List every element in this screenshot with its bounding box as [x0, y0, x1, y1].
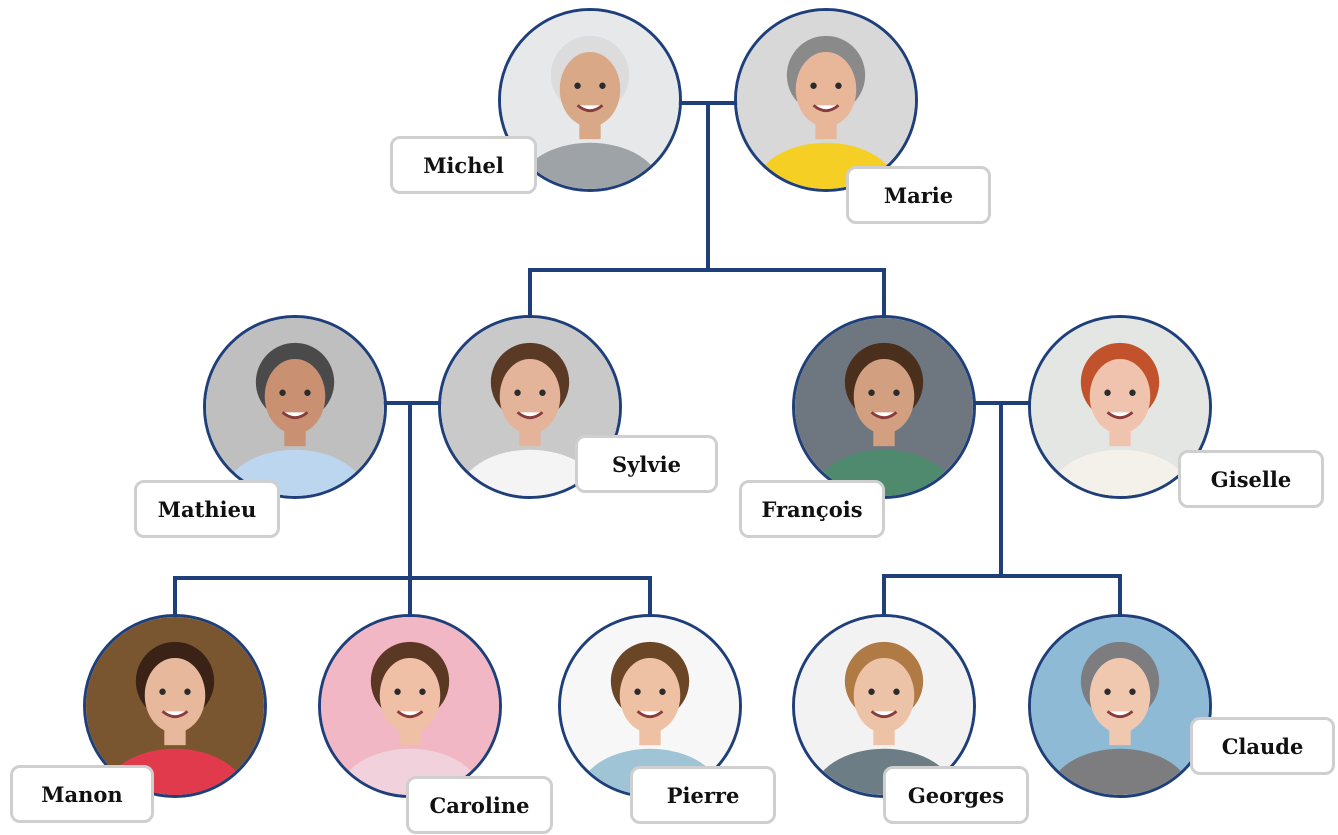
name-label-sylvie: Sylvie [575, 435, 718, 493]
portrait-manon [83, 614, 267, 798]
name-label-pierre: Pierre [630, 766, 776, 824]
name-label-caroline: Caroline [406, 776, 553, 834]
portrait-caroline [318, 614, 502, 798]
name-label-giselle: Giselle [1178, 450, 1324, 508]
name-label-manon: Manon [10, 765, 154, 823]
name-label-mathieu: Mathieu [134, 480, 280, 538]
portrait-mathieu [203, 315, 387, 499]
name-label-georges: Georges [883, 766, 1029, 824]
name-label-michel: Michel [390, 136, 537, 194]
portrait-pierre [558, 614, 742, 798]
name-label-marie: Marie [846, 166, 991, 224]
portrait-sylvie [438, 315, 622, 499]
name-label-claude: Claude [1190, 717, 1335, 775]
name-label-francois: François [739, 480, 885, 538]
portrait-claude [1028, 614, 1212, 798]
portrait-marie [734, 8, 918, 192]
portrait-francois [792, 315, 976, 499]
